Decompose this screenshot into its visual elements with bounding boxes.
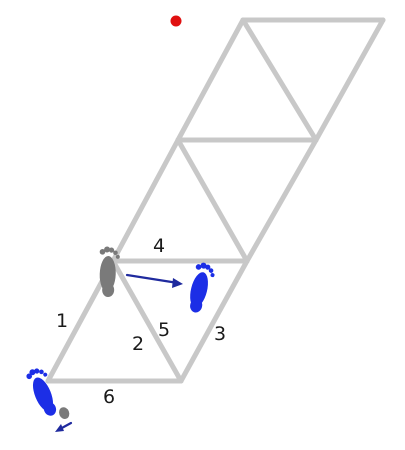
edge-5 (110, 258, 184, 384)
edge-label-3: 3 (214, 323, 226, 345)
edge-label-4: 4 (153, 235, 165, 257)
lattice-edges (45, 17, 386, 384)
edge-diagonal-upper (175, 137, 250, 264)
edge-left-rail-upper (110, 137, 181, 264)
footprint-blue-bottom-icon (24, 364, 70, 420)
edge-labels: 4 1 5 3 2 6 (56, 235, 226, 408)
edge-left-rail-top (175, 17, 246, 143)
edge-label-1: 1 (56, 310, 68, 332)
red-dot-icon (170, 15, 182, 27)
edge-right-rail-top (313, 17, 386, 143)
arrow-down-left-icon (55, 421, 73, 432)
edge-right-rail-upper (244, 137, 319, 264)
edge-diagonal-top (240, 17, 319, 143)
footprint-blue-icon (184, 260, 217, 315)
edge-label-5: 5 (158, 319, 170, 341)
edge-3 (178, 258, 250, 384)
arrow-right-icon (125, 273, 183, 288)
edge-label-2: 2 (132, 333, 144, 355)
edge-label-6: 6 (103, 386, 115, 408)
